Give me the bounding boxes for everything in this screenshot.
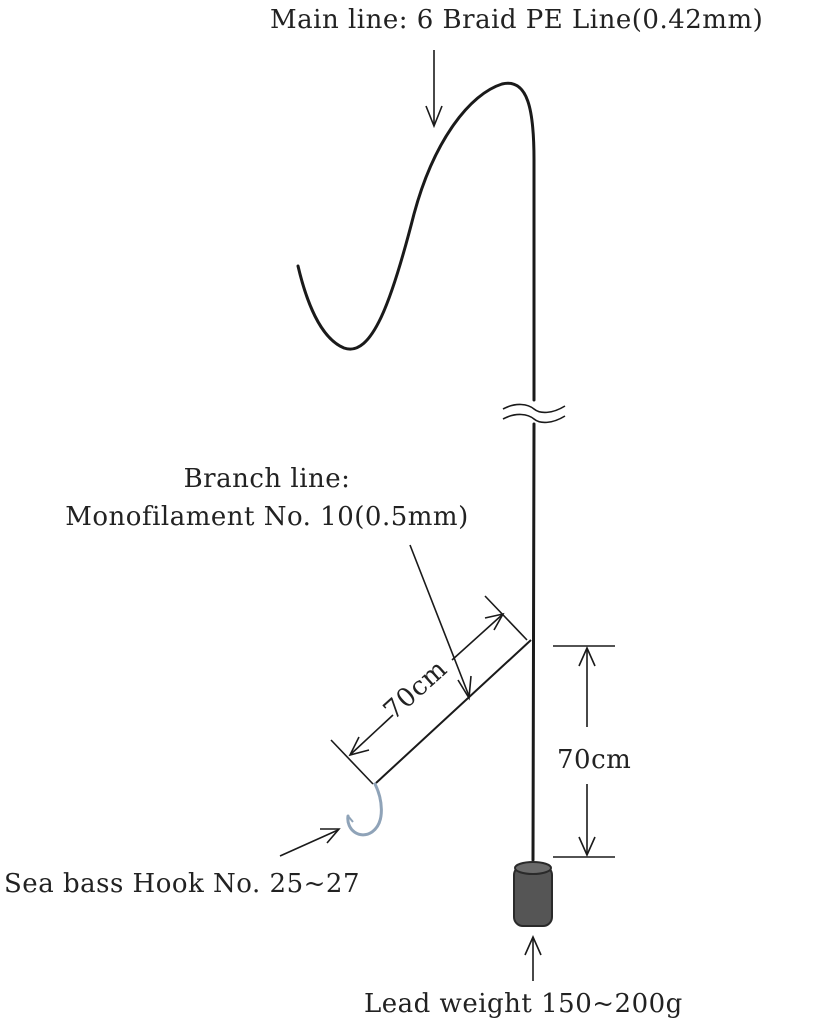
- main-line-arrow: [425, 50, 443, 129]
- hook-icon: [346, 782, 383, 837]
- line-break-mark: [502, 403, 566, 424]
- weight-label: Lead weight 150~200g: [364, 989, 683, 1019]
- drop-length-label: 70cm: [557, 745, 631, 775]
- weight-arrow: [524, 935, 542, 981]
- main-line-label: Main line: 6 Braid PE Line(0.42mm): [270, 5, 763, 35]
- main-line-lower: [531, 422, 536, 862]
- main-line: [296, 81, 536, 402]
- drop-length-dimension: [553, 645, 615, 858]
- branch-length-label: 70cm: [378, 654, 453, 726]
- lead-weight-icon: [513, 861, 553, 927]
- branch-line-label: Branch line:: [184, 464, 351, 494]
- branch-line: [375, 639, 532, 784]
- hook-barb: [347, 815, 354, 823]
- branch-line-spec: Monofilament No. 10(0.5mm): [65, 502, 468, 532]
- hook-arrow: [279, 828, 341, 857]
- hook-label: Sea bass Hook No. 25~27: [4, 869, 360, 899]
- branch-length-dimension: [330, 595, 528, 785]
